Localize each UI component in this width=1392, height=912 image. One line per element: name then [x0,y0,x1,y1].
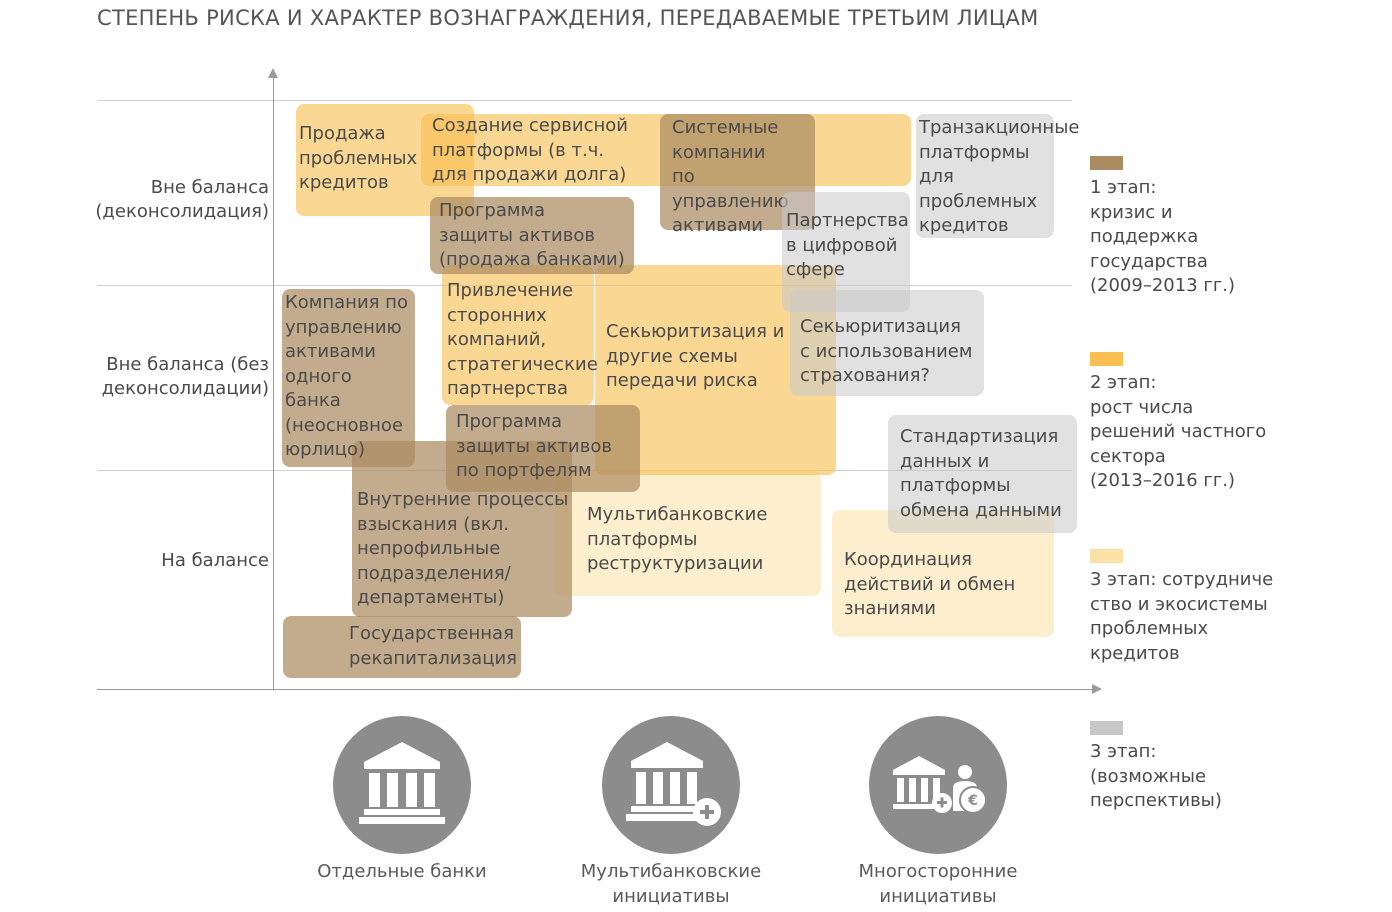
legend-text-stage-1: 1 этап: кризис и поддержка государства (… [1090,177,1236,296]
legend-text-stage-2: 2 этап: рост числа решений частного сект… [1090,372,1267,491]
legend-text-stage-3-prospects: 3 этап: (возможные перспективы) [1090,741,1222,811]
box-third-party: Привлечение сторонних компаний, стратеги… [442,265,598,405]
legend-swatch-stage-2 [1090,352,1123,366]
y-axis [273,78,274,690]
bank-plus-icon [602,716,740,854]
legend-text-stage-3: 3 этап: сотрудниче ство и экосистемы про… [1090,569,1274,664]
grid-line-top [97,100,1072,101]
caption-multilateral-initiatives: Многосторонние инициативы [858,861,1018,907]
x-axis [97,689,1092,690]
box-asset-protection-sale: Программа защиты активов (продажа банкам… [430,197,634,274]
bank-plus-person-euro-icon: € [869,716,1007,854]
caption-individual-banks: Отдельные банки [317,861,487,882]
caption-multibank-initiatives: Мультибанковские инициативы [580,861,762,907]
legend-swatch-stage-1 [1090,156,1123,170]
box-single-bank-amc: Компания по управлению активами одного б… [282,289,415,467]
legend-swatch-stage-3 [1090,549,1123,563]
y-axis-arrow [268,68,278,78]
bank-icon [333,716,471,854]
box-data-standardization: Стандартизация данных и платформы обмена… [888,415,1077,533]
box-asset-protection-portfolio: Программа защиты активов по портфелям [446,405,640,492]
row-label-off-balance-no-deconsolidation: Вне баланса (без деконсолидации) [101,354,269,399]
svg-text:€: € [967,793,978,809]
diagram-title: СТЕПЕНЬ РИСКА И ХАРАКТЕР ВОЗНАГРАЖДЕНИЯ,… [97,6,1039,30]
legend-swatch-stage-3-prospects [1090,721,1123,735]
box-state-recap: Государственная рекапитализация [283,616,521,678]
box-transaction-platforms: Транзакционные платформы для проблемных … [916,114,1079,238]
row-label-off-balance-deconsolidation: Вне баланса (деконсолидация) [95,177,269,222]
box-securitization-insurance: Секьюритизация с использованием страхова… [790,290,984,396]
x-axis-arrow [1092,684,1102,694]
box-system-amc: Системные компании по управлению активам… [660,114,815,236]
row-label-on-balance: На балансе [161,550,269,571]
